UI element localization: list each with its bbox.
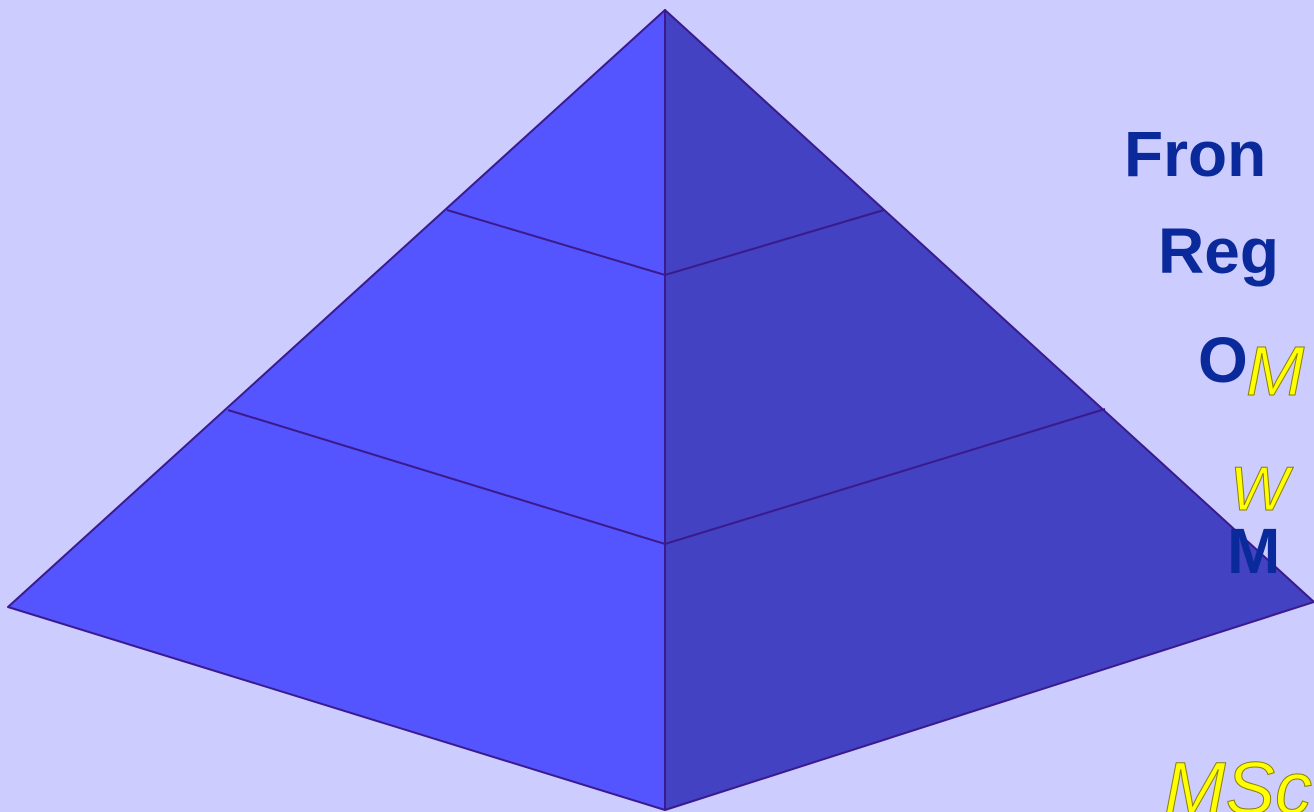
label-line-4: M	[1227, 519, 1280, 583]
label-line-2: Reg	[1158, 219, 1279, 283]
label-line-1: Fron	[1124, 122, 1266, 186]
annotation-2: W	[1230, 459, 1289, 521]
pyramid-left-face	[8, 10, 665, 810]
annotation-1: M	[1246, 336, 1304, 406]
label-line-3: O	[1198, 328, 1248, 392]
annotation-3: MSc	[1164, 752, 1312, 812]
